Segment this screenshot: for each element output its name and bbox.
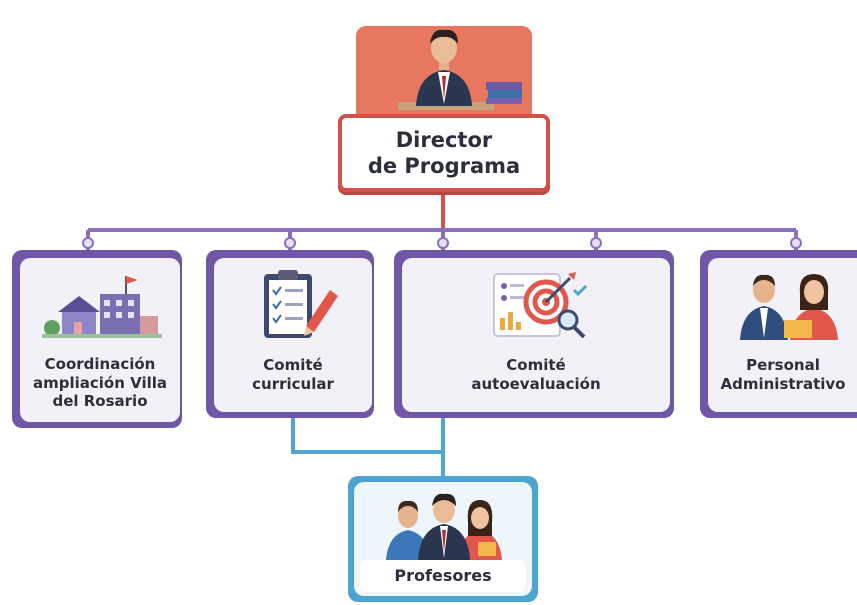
unit-label-line: autoevaluación bbox=[471, 375, 601, 393]
teachers-label: Profesores bbox=[360, 560, 526, 592]
bus-node-2 bbox=[284, 237, 296, 249]
unit-card-inner bbox=[20, 258, 180, 422]
teachers-label-text: Profesores bbox=[394, 566, 492, 585]
bus-node-3 bbox=[437, 237, 449, 249]
unit-card-coordinacion[interactable]: Coordinación ampliación Villa del Rosari… bbox=[12, 250, 182, 428]
unit-label-line: ampliación Villa bbox=[32, 373, 168, 392]
unit-label-personal-administrativo: Personal Administrativo bbox=[708, 342, 857, 408]
unit-label-comite-curricular: Comité curricular bbox=[214, 342, 372, 408]
unit-label-line: Comité bbox=[506, 356, 566, 375]
unit-label-line: curricular bbox=[252, 375, 334, 393]
admin-staff-icon bbox=[740, 274, 838, 340]
teachers-node[interactable]: Profesores bbox=[348, 476, 538, 602]
unit-label-comite-autoevaluacion: Comité autoevaluación bbox=[402, 342, 670, 408]
director-label-line1: Director bbox=[395, 127, 493, 152]
target-evaluation-icon bbox=[493, 272, 588, 339]
unit-card-comite-curricular[interactable]: Comité curricular bbox=[206, 250, 374, 418]
unit-label-line: Coordinación bbox=[44, 354, 156, 373]
unit-card-personal-administrativo[interactable]: Personal Administrativo bbox=[700, 250, 857, 418]
director-label: Director de Programa bbox=[338, 114, 550, 192]
unit-label-line: Administrativo bbox=[720, 375, 846, 393]
bus-node-5 bbox=[790, 237, 802, 249]
bus-node-4 bbox=[590, 237, 602, 249]
campus-buildings-icon bbox=[42, 276, 162, 338]
unit-label-coordinacion: Coordinación ampliación Villa del Rosari… bbox=[20, 346, 180, 420]
unit-label-line: del Rosario bbox=[52, 392, 148, 411]
bus-node-1 bbox=[82, 237, 94, 249]
director-at-desk-icon bbox=[398, 29, 522, 110]
clipboard-checklist-icon bbox=[264, 270, 338, 338]
teachers-group-icon bbox=[386, 493, 502, 560]
unit-label-line: Personal bbox=[746, 356, 820, 375]
unit-label-line: Comité bbox=[263, 356, 323, 375]
curricular-to-teachers-line bbox=[291, 416, 443, 454]
director-node[interactable]: Director de Programa bbox=[336, 26, 552, 194]
unit-card-comite-autoevaluacion[interactable]: Comité autoevaluación bbox=[394, 250, 674, 418]
director-label-line2: de Programa bbox=[367, 154, 521, 178]
